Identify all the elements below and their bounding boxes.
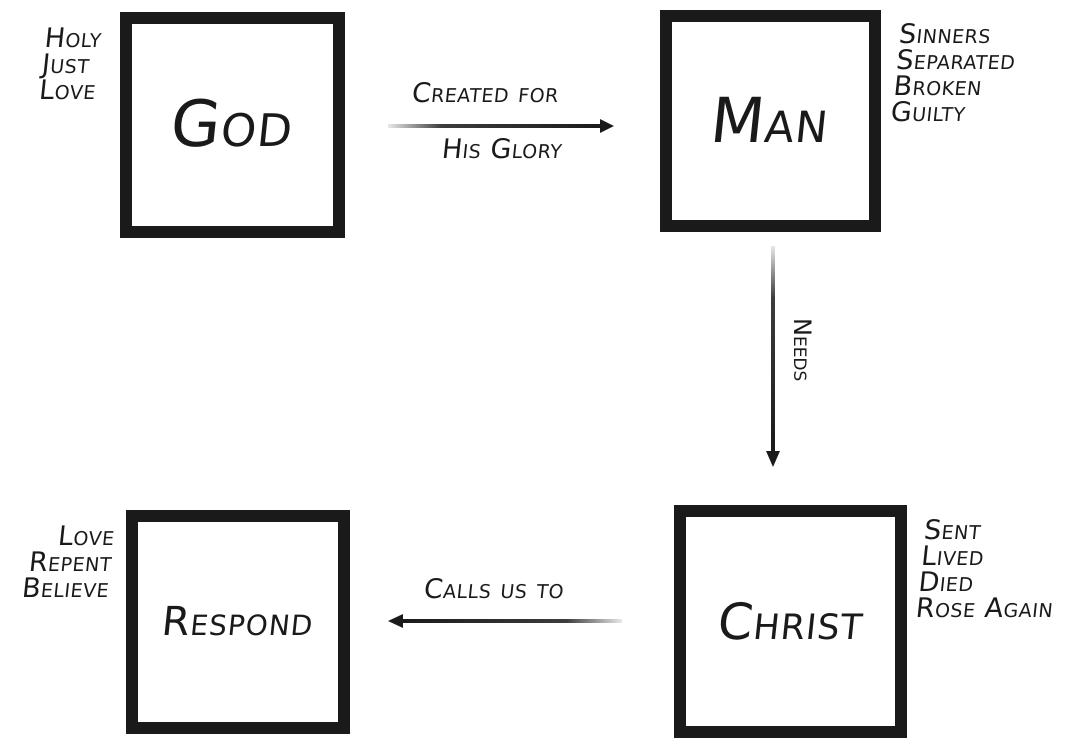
man-attribute: Guilty (889, 97, 968, 128)
god-attribute: Love (37, 75, 98, 106)
node-god-label: God (167, 88, 298, 162)
arrowhead-man-to-christ (766, 451, 780, 467)
edge-label-god-to-man-line1: Created for (410, 78, 561, 109)
node-god: God (120, 12, 345, 238)
man-attributes: Sinners Separated Broken Guilty (889, 19, 1020, 128)
node-christ: Christ (674, 505, 907, 738)
arrowhead-god-to-man (600, 119, 614, 133)
christ-attributes: Sent Lived Died Rose Again (914, 515, 1063, 624)
edge-label-man-to-christ: Needs (788, 318, 816, 382)
edge-label-christ-to-respond: Calls us to (422, 574, 566, 605)
arrow-man-to-christ (771, 246, 775, 454)
arrowhead-christ-to-respond (388, 614, 403, 628)
arrow-christ-to-respond (400, 619, 622, 623)
respond-attributes: Love Repent Believe (2, 521, 116, 604)
node-respond-label: Respond (159, 599, 317, 645)
node-man: Man (660, 10, 881, 232)
christ-attribute: Rose Again (914, 593, 1055, 624)
node-man-label: Man (707, 84, 834, 157)
arrow-god-to-man (388, 124, 602, 128)
edge-label-god-to-man-line2: His Glory (440, 134, 565, 165)
god-attributes: Holy Just Love (37, 23, 104, 106)
node-respond: Respond (126, 510, 350, 734)
node-christ-label: Christ (714, 592, 867, 651)
respond-attribute: Believe (20, 573, 111, 604)
